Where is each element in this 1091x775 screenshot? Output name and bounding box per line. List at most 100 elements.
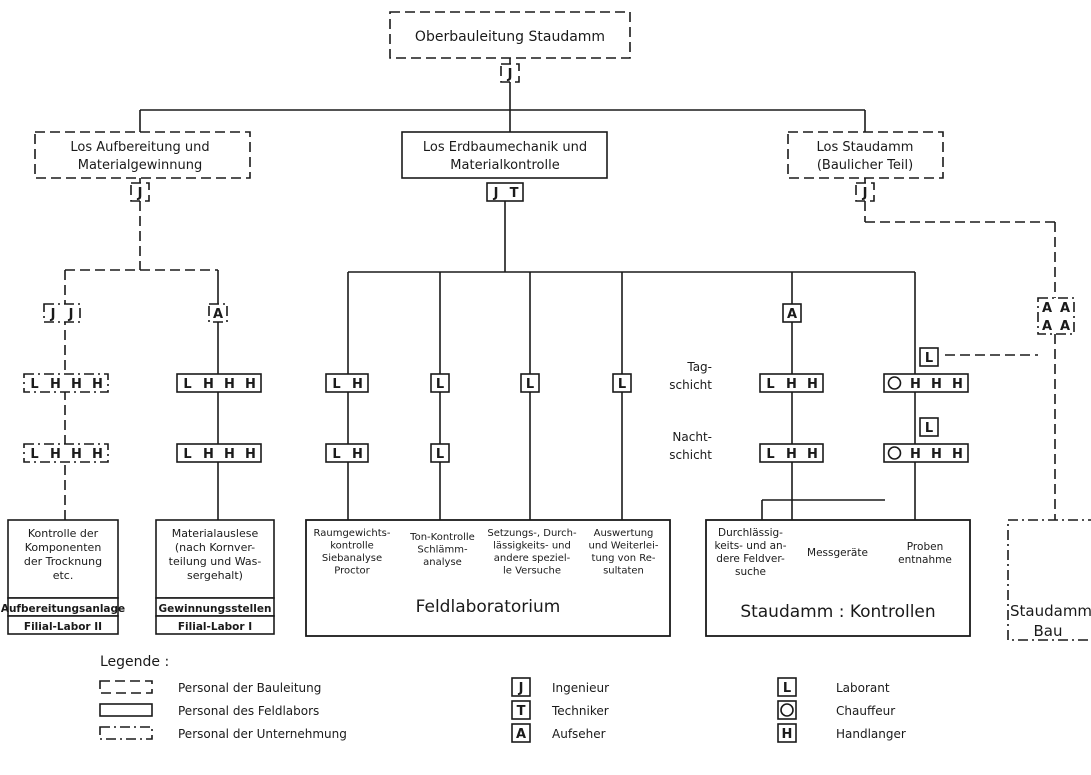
lot-box-2 [401, 131, 608, 179]
aufb-unit-text: der Trocknung [24, 555, 102, 568]
mat-day-crew-symbol: H [245, 377, 256, 392]
proben-day-crew-symbol: H [952, 377, 963, 392]
aufb-day-crew-symbol: H [50, 377, 61, 392]
feld4-crew-frame [612, 373, 632, 393]
shift-label-night: Nacht- [672, 430, 712, 444]
kontr-day-crew-symbol: H [786, 377, 797, 392]
aufb-unit-text: Komponenten [25, 541, 102, 554]
feld1-day-crew-frame [325, 373, 369, 393]
legend-role-label: Chauffeur [836, 704, 895, 718]
aufb-day-crew-symbol: L [30, 377, 38, 392]
feld-cell-text: und Weiterlei- [589, 541, 659, 552]
kontr-day-crew-symbol: L [766, 377, 774, 392]
chauffeur-icon [780, 703, 794, 717]
aufb-place: Aufbereitungsanlage [1, 603, 125, 615]
feld-cell-text: le Versuche [503, 566, 561, 577]
legend-line-sample [99, 680, 153, 694]
mat-supervisor-frame [208, 303, 228, 323]
legend-role-label: Aufseher [552, 727, 606, 741]
legend-title: Legende : [100, 654, 169, 670]
lot-box-1 [34, 131, 251, 179]
kontr-day-crew-frame [759, 373, 824, 393]
feld-cell-text: Ton-Kontrolle [409, 532, 475, 543]
chauffeur-icon [887, 376, 902, 390]
shift-label-night: schicht [669, 448, 712, 462]
feld-cell-text: andere speziel- [494, 553, 571, 564]
feld2-day-crew-frame [430, 373, 450, 393]
legend-symbol-frame [511, 723, 531, 743]
legend-line-sample [99, 726, 153, 740]
feld-cell-text: Raumgewichts- [314, 528, 391, 539]
feld-cell-text: Setzungs-, Durch- [487, 528, 577, 539]
shift-label-day: schicht [669, 378, 712, 392]
feld3-crew-frame [520, 373, 540, 393]
kontr-night-crew-frame [759, 443, 824, 463]
feld1-day-crew-symbol: L [332, 377, 340, 392]
kontr-day-crew-symbol: H [807, 377, 818, 392]
mat-night-crew-symbol: H [245, 447, 256, 462]
legend-symbol-symbol: H [782, 727, 793, 742]
legend-symbol-symbol: J [518, 681, 524, 696]
mat-unit-box [155, 519, 275, 599]
aufb-day-crew-symbol: H [71, 377, 82, 392]
feld-cell-text: Auswertung [594, 528, 654, 539]
proben-laborant-night-symbol: L [925, 421, 933, 436]
top-box [389, 11, 631, 59]
legend-symbol-frame [511, 700, 531, 720]
lot-staff-1-symbol: J [137, 186, 143, 201]
feld-cell-text: tung von Re- [592, 553, 656, 564]
kontr-night-crew-symbol: H [786, 447, 797, 462]
lot-staff-3-frame [855, 182, 875, 202]
kontr-cell-text: keits- und an- [715, 540, 787, 552]
aufb-unit-text: Kontrolle der [28, 527, 99, 540]
aufb-day-crew-symbol: H [92, 377, 103, 392]
legend-line-label: Personal der Unternehmung [178, 727, 347, 741]
proben-night-crew-symbol: H [910, 447, 921, 462]
legend-role-label: Techniker [551, 704, 609, 718]
feld-cell-text: sultaten [603, 566, 644, 577]
feld-cell-text: lässigkeits- und [493, 541, 571, 552]
feld-unit-box [305, 519, 671, 637]
bau-supervisors-symbol: A [1060, 301, 1070, 316]
chart-boxes [7, 11, 1091, 743]
kontr-cell-text: Proben [907, 541, 943, 553]
kontr-night-crew-symbol: L [766, 447, 774, 462]
lot-title: Los Staudamm [817, 140, 914, 155]
legend-role-label: Laborant [836, 681, 890, 695]
feld2-night-crew-symbol: L [436, 447, 444, 462]
lot-staff-1-frame [130, 182, 150, 202]
bau-supervisors-symbol: A [1042, 319, 1052, 334]
mat-day-crew-symbol: H [203, 377, 214, 392]
top-engineer-symbol: J [507, 67, 513, 82]
mat-unit-text: Materialauslese [172, 527, 259, 540]
proben-day-crew-frame [883, 373, 969, 393]
lot-staff-2-frame [486, 182, 524, 202]
feld1-night-crew-symbol: L [332, 447, 340, 462]
lot-title: Materialkontrolle [450, 158, 559, 173]
kontr-unit-box [705, 519, 971, 637]
kontr-supervisor-symbol: A [787, 307, 797, 322]
mat-day-crew-symbol: L [183, 377, 191, 392]
legend-symbol-symbol: T [517, 704, 526, 719]
legend-symbol-frame [511, 677, 531, 697]
legend-symbol-symbol: L [783, 681, 791, 696]
mat-unit-text: sergehalt) [187, 569, 243, 582]
feld2-day-crew-symbol: L [436, 377, 444, 392]
lot-title: Los Erdbaumechanik und [423, 140, 587, 155]
aufb-engineers-symbol: J [50, 307, 56, 322]
proben-laborant-night-frame [919, 417, 939, 437]
kontr-cell-text: suche [735, 566, 766, 578]
bau-title: Bau [1034, 622, 1063, 640]
feld-cell-text: analyse [423, 557, 462, 568]
aufb-engineers-symbol: J [68, 307, 74, 322]
kontr-title: Staudamm : Kontrollen [740, 602, 935, 622]
mat-night-crew-symbol: L [183, 447, 191, 462]
kontr-cell-text: Messgeräte [807, 547, 868, 559]
kontr-cell-text: entnahme [898, 554, 952, 566]
mat-day-crew-frame [176, 373, 262, 393]
legend-role-label: Ingenieur [552, 681, 609, 695]
lot-box-3 [787, 131, 944, 179]
proben-night-crew-frame [883, 443, 969, 463]
feld1-day-crew-symbol: H [352, 377, 363, 392]
feld4-crew-symbol: L [618, 377, 626, 392]
